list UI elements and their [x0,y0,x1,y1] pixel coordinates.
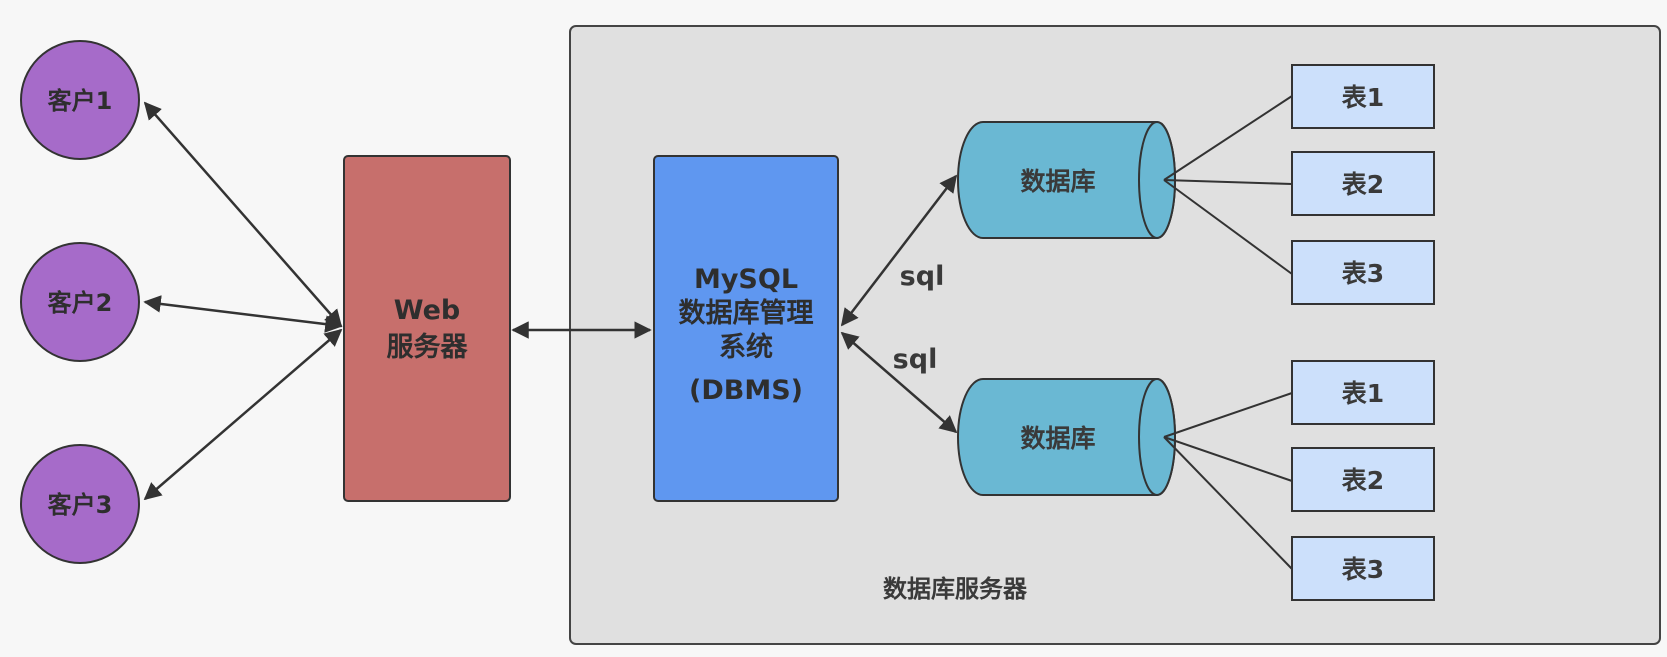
database-1: 数据库 [957,121,1176,239]
db1-table-3: 表3 [1291,240,1435,305]
edge-db2-table3 [1163,436,1293,570]
database-2-label: 数据库 [1020,424,1095,453]
dbms-label-line3: 系统 [719,331,773,363]
database-server-label: 数据库服务器 [883,575,1028,603]
edge-dbms-db1 [840,174,958,327]
db2-table-1-label: 表1 [1342,379,1384,408]
edge-db1-table3 [1163,179,1293,275]
edge-client3-web [143,328,343,501]
dbms-box: MySQL 数据库管理 系统 (DBMS) [653,155,839,502]
web-server-label-line1: Web [394,295,460,326]
edge-db2-table1 [1163,392,1293,438]
edge-dbms-db2 [840,331,958,434]
edge-client1-web [143,101,343,328]
db1-table-2: 表2 [1291,151,1435,216]
client-3-label: 客户3 [48,491,113,519]
client-3: 客户3 [20,444,140,564]
database-1-label: 数据库 [1020,167,1095,196]
db1-table-1-label: 表1 [1342,83,1384,112]
edge-db1-table1 [1163,95,1293,181]
db1-table-2-label: 表2 [1342,170,1384,199]
web-server-box: Web 服务器 [343,155,511,502]
db1-table-3-label: 表3 [1342,259,1384,288]
db2-table-3-label: 表3 [1342,555,1384,584]
client-2: 客户2 [20,242,140,362]
db1-table-1: 表1 [1291,64,1435,129]
edge-db2-table2 [1163,436,1293,482]
sql-label-bottom: sql [893,344,938,375]
client-2-label: 客户2 [48,289,113,317]
dbms-label-line4: (DBMS) [689,375,803,406]
client-1: 客户1 [20,40,140,160]
dbms-label-line2: 数据库管理 [679,298,814,329]
database-2: 数据库 [957,378,1176,496]
db2-table-2: 表2 [1291,447,1435,512]
client-1-label: 客户1 [48,87,113,115]
web-server-label-line2: 服务器 [387,332,469,363]
edge-client2-web [143,295,343,333]
db2-table-1: 表1 [1291,360,1435,425]
edge-db1-table2 [1163,179,1293,185]
db2-table-3: 表3 [1291,536,1435,601]
db2-table-2-label: 表2 [1342,466,1384,495]
dbms-label-line1: MySQL [694,264,798,295]
sql-label-top: sql [900,261,945,292]
